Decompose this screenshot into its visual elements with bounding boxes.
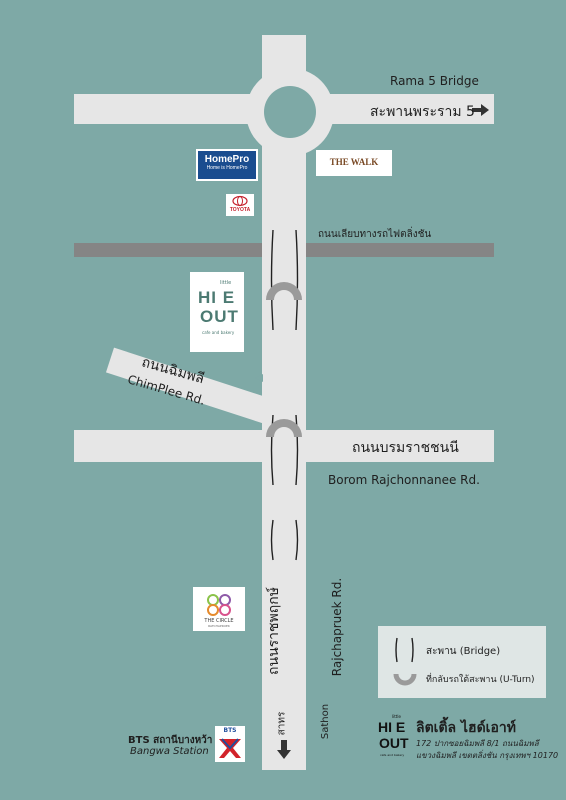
shop-address-2: แขวงฉิมพลี เขตตลิ่งชัน กรุงเทพฯ 10170 [416,751,559,760]
the-circle-sub: RATCHAPRUEK [208,624,230,628]
bts-emblem-icon [219,738,241,758]
sathon-label-en: Sathon [320,703,332,740]
hideout-marker-top: little [220,280,232,286]
homepro-name: HomePro [204,154,250,165]
shop-logo-tag: cafe and bakery [380,753,405,757]
hideout-marker: little HI E OUT cafe and bakery [190,272,244,352]
hideout-marker-tag: cafe and bakery [202,330,235,335]
shop-logo-line2: OUT [379,735,409,751]
the-circle-name: THE CIRCLE [204,618,234,624]
legend-bridge-label: สะพาน (Bridge) [426,646,501,657]
uturn-marker-2 [266,419,302,438]
borom-label-en: Borom Rajchonnanee Rd. [328,473,480,487]
shop-name: ลิตเติ้ล ไฮด์เอาท์ [416,720,516,736]
homepro-logo: HomePro Home is HomePro [196,149,258,181]
rama5-label-th: สะพานพระราม 5 [370,104,475,120]
thewalk-name: THE WALK [329,157,379,167]
the-circle-emblem-icon [207,594,231,616]
toyota-emblem-icon [232,195,248,207]
sathon-label-th: สาทร [276,711,288,736]
toyota-logo: TOYOTA [226,194,254,216]
bts-logo-text: BTS [223,727,237,734]
shop-logo-top: little [392,714,401,719]
legend-box: สะพาน (Bridge) ที่กลับรถใต้สะพาน (U-Turn… [378,626,546,698]
chimplee-arrow-icon [255,374,263,382]
arrow-right-icon [472,104,489,116]
bts-label-th: BTS สถานีบางหว้า [128,735,213,746]
uturn-marker-1 [266,282,302,301]
borom-label-th: ถนนบรมราชชนนี [352,440,459,456]
shop-logo: little HI E OUT cafe and bakery [376,714,412,762]
rajchapruek-label-en: Rajchapruek Rd. [330,577,345,677]
legend-uturn-label: ที่กลับรถใต้สะพาน (U-Turn) [426,675,535,685]
legend-symbols [393,637,417,686]
hideout-marker-line2: OUT [200,307,239,326]
arrow-down-icon [277,740,291,759]
railway-left [74,243,262,257]
railway-right [306,243,494,257]
bridge-marker-rail [270,229,299,331]
roundabout-island [264,86,316,138]
legend-bridge-icon [395,637,414,663]
thewalk-logo: THE WALK [316,150,392,176]
shop-logo-line1: HI E [378,719,406,735]
rajchapruek-label-th: ถนนราชพฤกษ์ [265,587,282,675]
borom-road [74,430,494,462]
bts-logo: BTS [215,726,245,762]
rama5-label-en: Rama 5 Bridge [390,74,479,88]
rail-road-label: ถนนเลียบทางรถไฟตลิ่งชัน [318,229,432,240]
homepro-tagline: Home is HomePro [206,165,248,171]
bridge-marker-south [270,519,299,561]
bridge-marker-borom [270,414,299,486]
hideout-marker-line1: HI E [198,288,236,307]
legend-uturn-icon [393,673,417,686]
toyota-name: TOYOTA [229,207,251,213]
the-circle-logo: THE CIRCLE RATCHAPRUEK [193,587,245,631]
shop-address-1: 172 ปากซอยฉิมพลี 8/1 ถนนฉิมพลี [416,739,539,748]
bts-label-en: Bangwa Station [130,746,209,757]
